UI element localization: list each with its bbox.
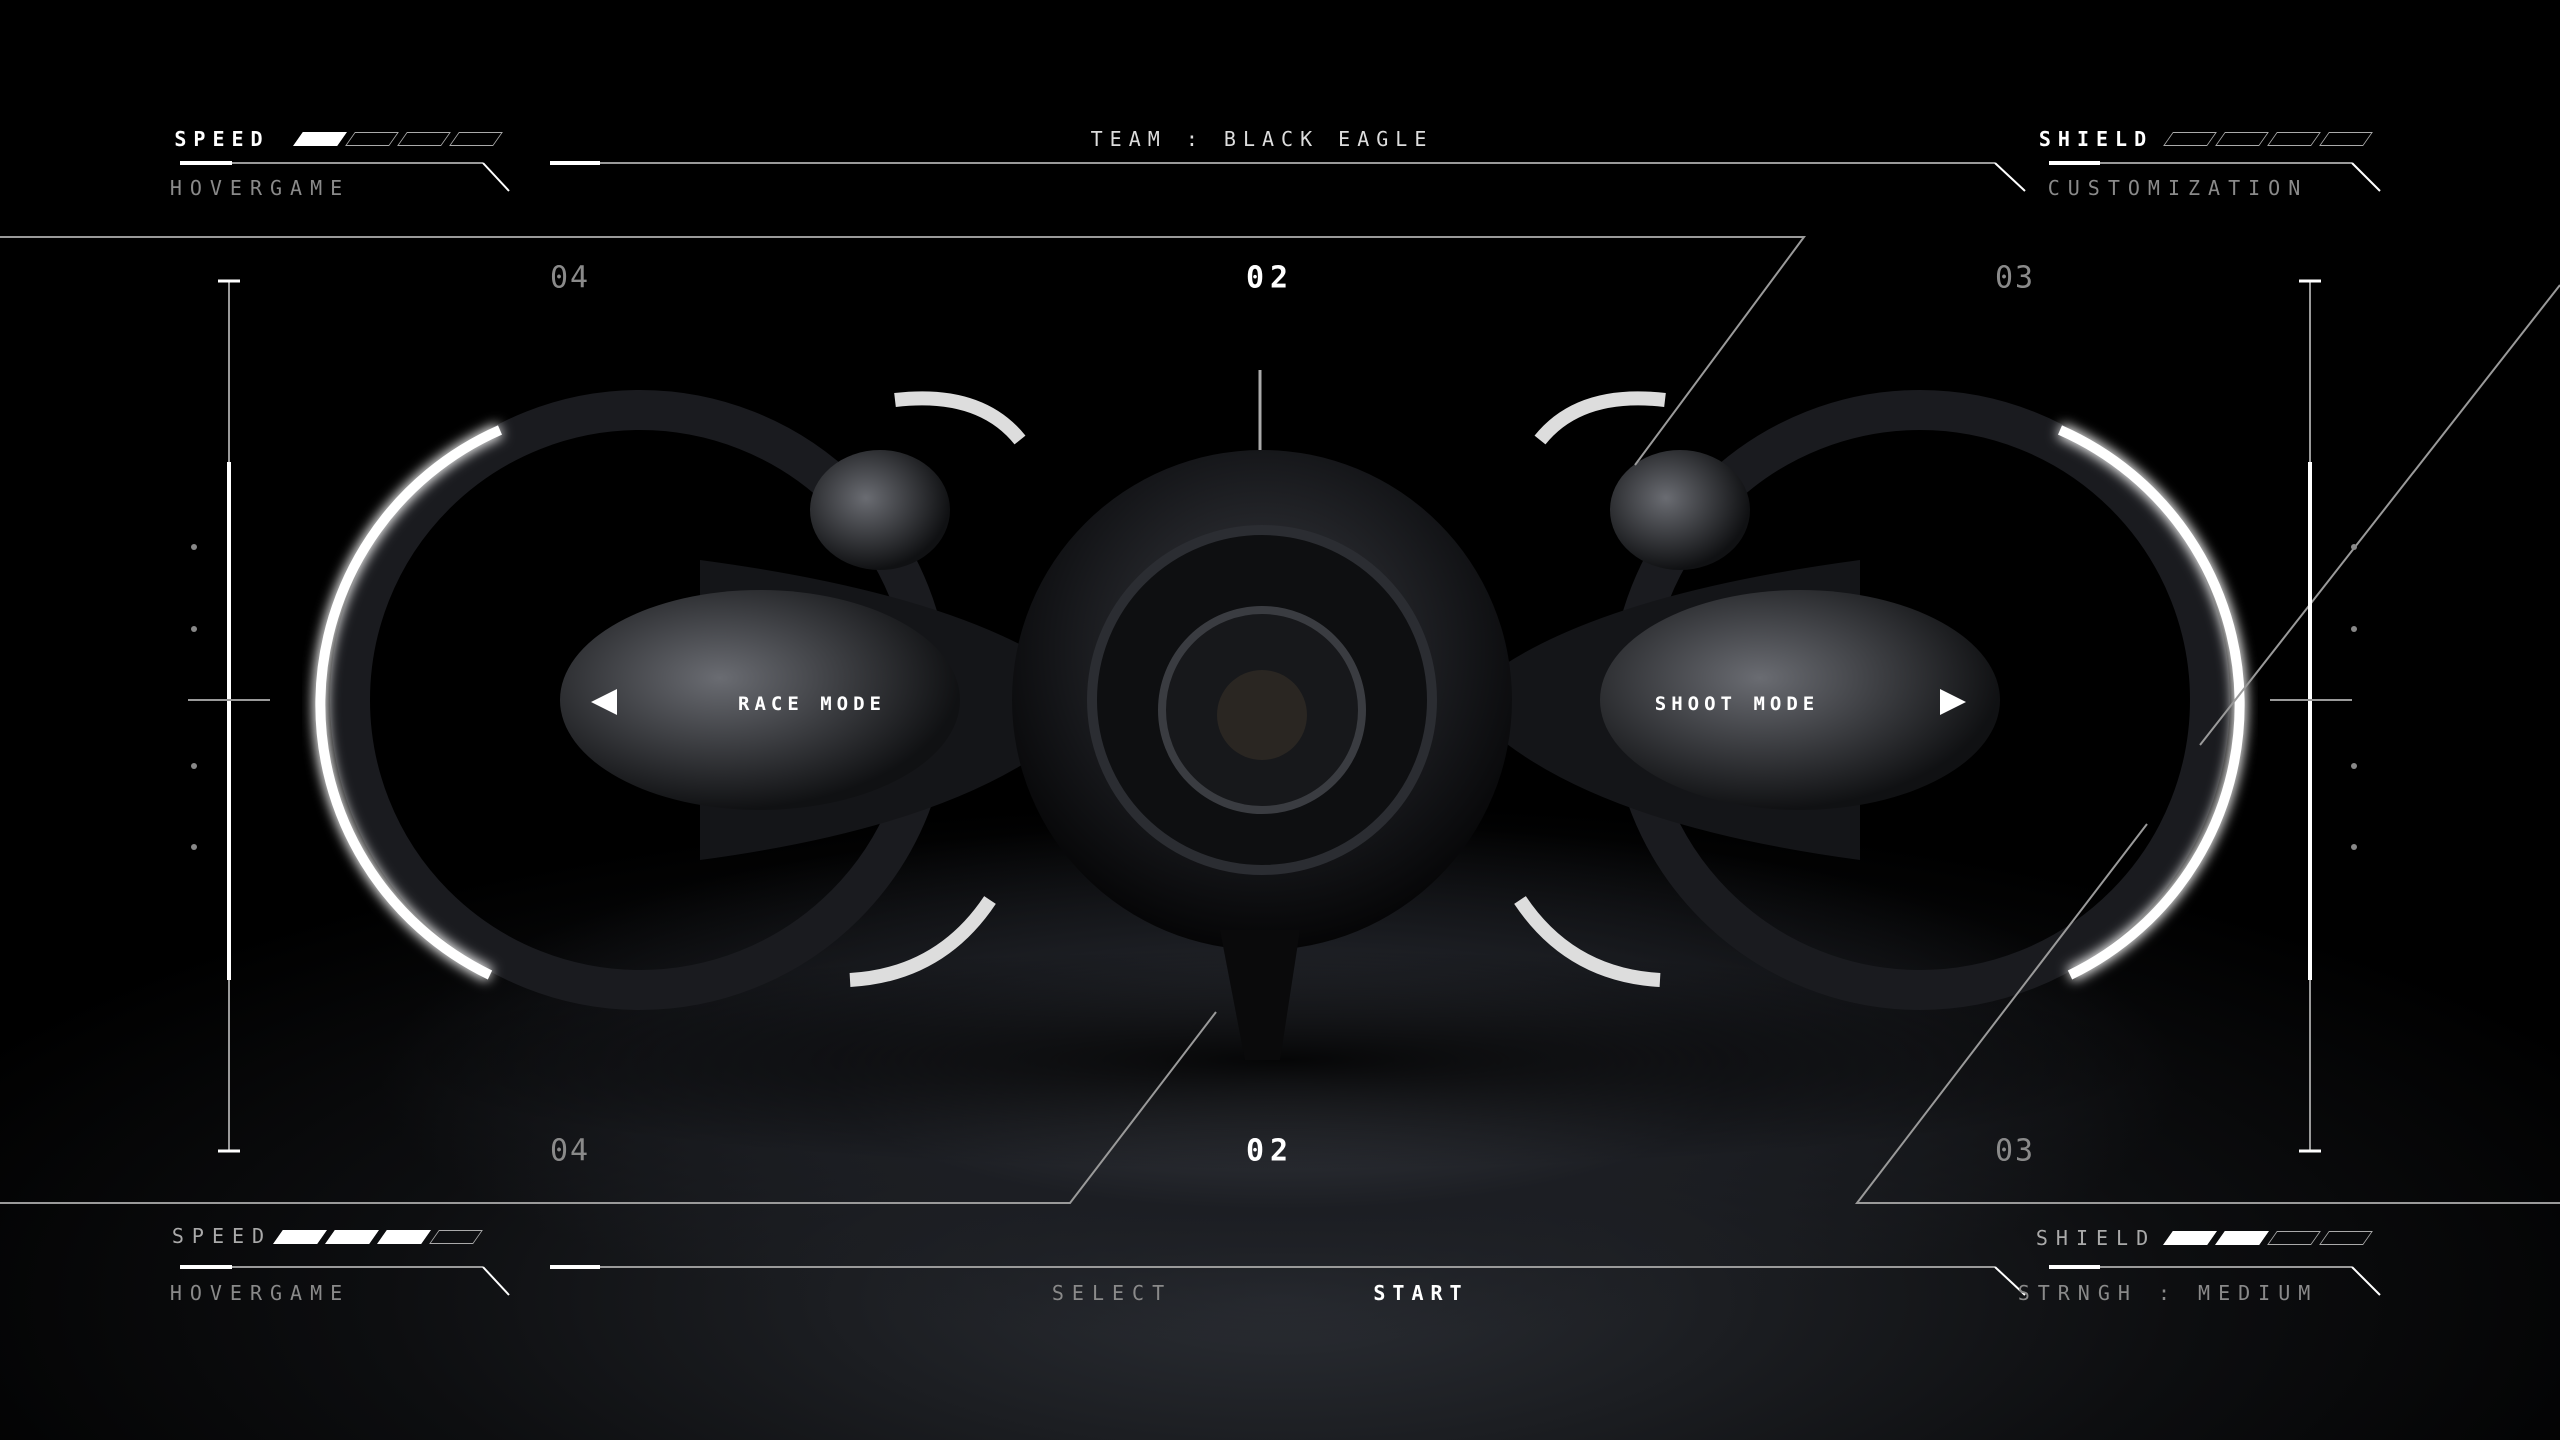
shield-meter-bottom xyxy=(2163,1231,2373,1245)
meter-segment xyxy=(2163,132,2217,146)
counter-top-center: 02 xyxy=(1245,260,1295,296)
arrow-left-icon[interactable] xyxy=(591,689,617,715)
game-subtitle-bottom: HOVERGAME xyxy=(169,1281,351,1305)
meter-segment xyxy=(429,1230,483,1244)
meter-segment xyxy=(325,1230,379,1244)
meter-segment xyxy=(273,1230,327,1244)
start-button[interactable]: START xyxy=(1373,1281,1469,1305)
counter-bottom-center: 02 xyxy=(1245,1133,1295,1169)
meter-segment xyxy=(2319,1231,2373,1245)
meter-segment xyxy=(2319,132,2373,146)
meter-segment xyxy=(293,132,347,146)
speed-label: SPEED xyxy=(174,127,270,151)
select-button[interactable]: SELECT xyxy=(1051,1281,1173,1305)
shield-strength: STRNGH : MEDIUM xyxy=(2017,1281,2319,1305)
meter-segment xyxy=(2267,1231,2321,1245)
meter-segment xyxy=(397,132,451,146)
team-name: TEAM : BLACK EAGLE xyxy=(1090,127,1434,151)
shield-label-bottom: SHIELD xyxy=(2035,1226,2157,1250)
game-subtitle: HOVERGAME xyxy=(169,176,351,200)
meter-segment xyxy=(2215,1231,2269,1245)
meter-segment xyxy=(2267,132,2321,146)
counter-top-left: 04 xyxy=(549,260,591,296)
counter-bottom-left: 04 xyxy=(549,1133,591,1169)
arrow-right-icon[interactable] xyxy=(1940,689,1966,715)
meter-segment xyxy=(377,1230,431,1244)
shield-meter xyxy=(2163,132,2373,146)
speed-meter xyxy=(293,132,503,146)
race-mode-button[interactable]: RACE MODE xyxy=(738,693,886,715)
meter-segment xyxy=(345,132,399,146)
meter-segment xyxy=(449,132,503,146)
speed-meter-bottom xyxy=(273,1230,483,1244)
counter-bottom-right: 03 xyxy=(1994,1133,2036,1169)
shoot-mode-button[interactable]: SHOOT MODE xyxy=(1654,693,1820,715)
shield-label: SHIELD xyxy=(2038,127,2154,151)
counter-top-right: 03 xyxy=(1994,260,2036,296)
customization-label[interactable]: CUSTOMIZATION xyxy=(2047,176,2309,200)
meter-segment xyxy=(2163,1231,2217,1245)
speed-label-bottom: SPEED xyxy=(171,1224,273,1248)
meter-segment xyxy=(2215,132,2269,146)
